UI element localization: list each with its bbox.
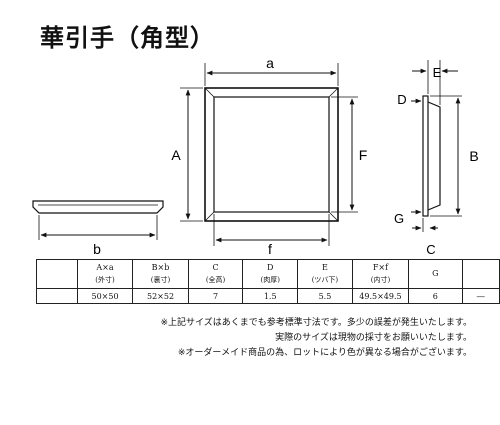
page-title: 華引手（角型） <box>40 23 215 52</box>
note-line: ※上記サイズはあくまでも参考標準寸法です。多少の誤差が発生いたします。 <box>160 318 472 328</box>
bottom-view <box>32 200 164 240</box>
label-F: F <box>359 147 368 163</box>
table-header-row: A×a(外寸) B×b(裏寸) C(全高) D(肉厚) E(ツバ下) F×f(内… <box>36 259 500 289</box>
table-header-blank <box>36 259 78 289</box>
label-b: b <box>93 241 101 257</box>
table-cell: ― <box>461 288 500 304</box>
table-header: C(全高) <box>187 259 244 289</box>
table-header: F×f(内寸) <box>351 259 410 289</box>
table-cell-blank <box>36 288 78 304</box>
note-line: ※オーダーメイド商品の為、ロットにより色が異なる場合がございます。 <box>177 348 472 358</box>
table-header: A×a(外寸) <box>76 259 134 289</box>
table-row: 50×50 52×52 7 1.5 5.5 49.5×49.5 6 ― <box>36 288 500 304</box>
front-view <box>180 63 358 246</box>
table-cell: 7 <box>187 288 244 304</box>
label-D: D <box>397 92 406 107</box>
side-view <box>411 60 462 232</box>
spec-table: A×a(外寸) B×b(裏寸) C(全高) D(肉厚) E(ツバ下) F×f(内… <box>36 259 500 304</box>
table-cell: 5.5 <box>297 288 353 304</box>
label-C: C <box>426 242 435 257</box>
table-cell: 50×50 <box>76 288 134 304</box>
label-f: f <box>268 241 272 257</box>
table-header: B×b(裏寸) <box>132 259 189 289</box>
table-header: G <box>408 259 463 289</box>
table-cell: 6 <box>408 288 463 304</box>
label-E: E <box>433 65 442 80</box>
table-header: D(肉厚) <box>242 259 299 289</box>
note-line: 実際のサイズは現物の採寸をお願いいたします。 <box>275 333 472 343</box>
table-header-blank <box>461 259 500 289</box>
notes: ※上記サイズはあくまでも参考標準寸法です。多少の誤差が発生いたします。 実際のサ… <box>161 316 472 361</box>
label-a: a <box>266 55 274 71</box>
label-A: A <box>171 147 181 163</box>
label-G: G <box>394 211 404 226</box>
table-cell: 52×52 <box>132 288 189 304</box>
table-header: E(ツバ下) <box>297 259 353 289</box>
label-B: B <box>469 148 478 164</box>
table-cell: 49.5×49.5 <box>351 288 410 304</box>
table-cell: 1.5 <box>242 288 299 304</box>
